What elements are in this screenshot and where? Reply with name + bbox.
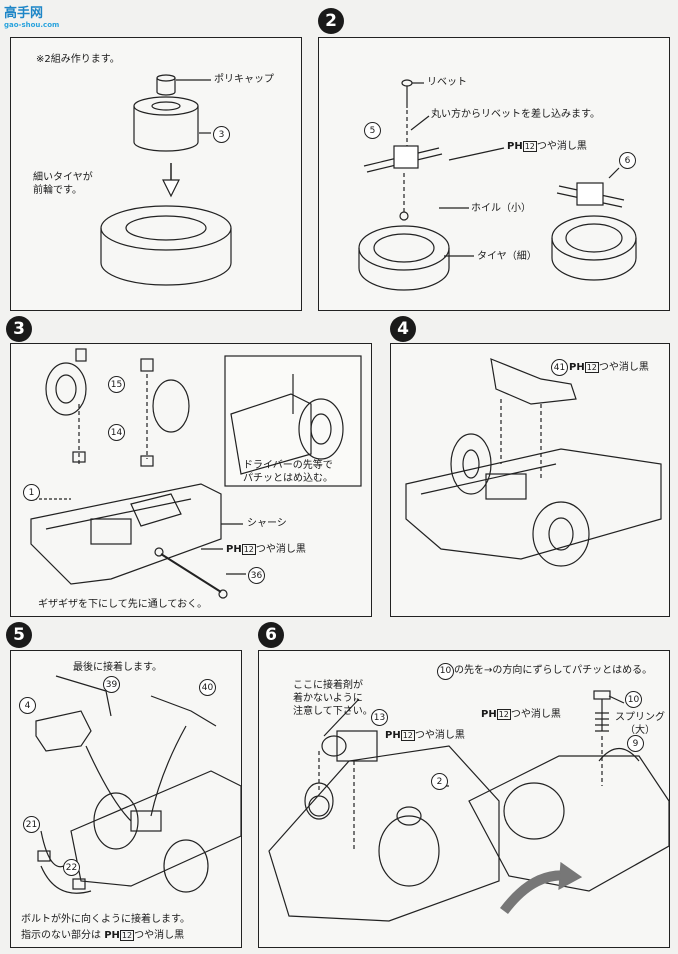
- watermark-logo: 高手网 gao-shou.com: [4, 6, 60, 29]
- step-5-number: 5: [6, 622, 32, 648]
- glue-caution-note: ここに接着剤が 着かないように 注意して下さい。: [293, 680, 373, 717]
- part-40-callout: 40: [199, 679, 216, 696]
- part-21-callout: 21: [23, 816, 40, 833]
- chassis-label: シャーシ: [247, 518, 287, 529]
- step-2-number: 2: [318, 8, 344, 34]
- part-36-callout: 36: [248, 567, 265, 584]
- step-1-illustration: [100, 74, 232, 286]
- part-6-callout: 6: [619, 152, 636, 169]
- serrated-note: ギザギザを下にして先に通しておく。: [38, 599, 208, 610]
- part-3-callout: 3: [213, 126, 230, 143]
- wheel-small-label: ホイル（小）: [471, 203, 531, 214]
- step-3-illustration: [29, 348, 362, 599]
- tire-narrow-label: タイヤ（細）: [477, 251, 537, 262]
- step-4-number: 4: [390, 316, 416, 342]
- step-2-illustration: [358, 79, 637, 291]
- part-2-callout: 2: [431, 773, 448, 790]
- part-14-callout: 14: [108, 424, 125, 441]
- step-1-panel: ※2組み作ります。 ポリキャップ 3 細いタイヤが 前輪です。: [10, 37, 302, 311]
- poly-cap-label: ポリキャップ: [214, 74, 274, 85]
- spring-label: スプリング （大）: [615, 712, 665, 736]
- part-5-callout: 5: [364, 122, 381, 139]
- part-1-callout: 1: [23, 484, 40, 501]
- rivet-label: リベット: [427, 77, 467, 88]
- part-13-callout: 13: [371, 709, 388, 726]
- bolt-note: ボルトが外に向くように接着します。: [21, 914, 190, 925]
- step-5-panel: 最後に接着します。 4 39 40 21 22 ボルトが外に向くように接着します…: [10, 650, 242, 948]
- part-15-callout: 15: [108, 376, 125, 393]
- part-9-callout: 9: [627, 735, 644, 752]
- rivet-insert-note: 丸い方からリベットを差し込みます。: [431, 109, 600, 120]
- step-6-illustration: [268, 690, 669, 922]
- last-glue-note: 最後に接着します。: [73, 662, 162, 673]
- part-39-callout: 39: [103, 676, 120, 693]
- part-10-callout: 10: [625, 691, 642, 708]
- step-4-illustration: [405, 358, 662, 567]
- step-3-number: 3: [6, 316, 32, 342]
- part-4-callout: 4: [19, 697, 36, 714]
- part-41-callout: 41: [551, 359, 568, 376]
- step-6-number: 6: [258, 622, 284, 648]
- part-22-callout: 22: [63, 859, 80, 876]
- screwdriver-note: ドライバーの先等で パチッとはめ込む。: [243, 460, 333, 484]
- step-1-note: ※2組み作ります。: [36, 54, 120, 65]
- narrow-tire-note: 細いタイヤが 前輪です。: [33, 172, 93, 196]
